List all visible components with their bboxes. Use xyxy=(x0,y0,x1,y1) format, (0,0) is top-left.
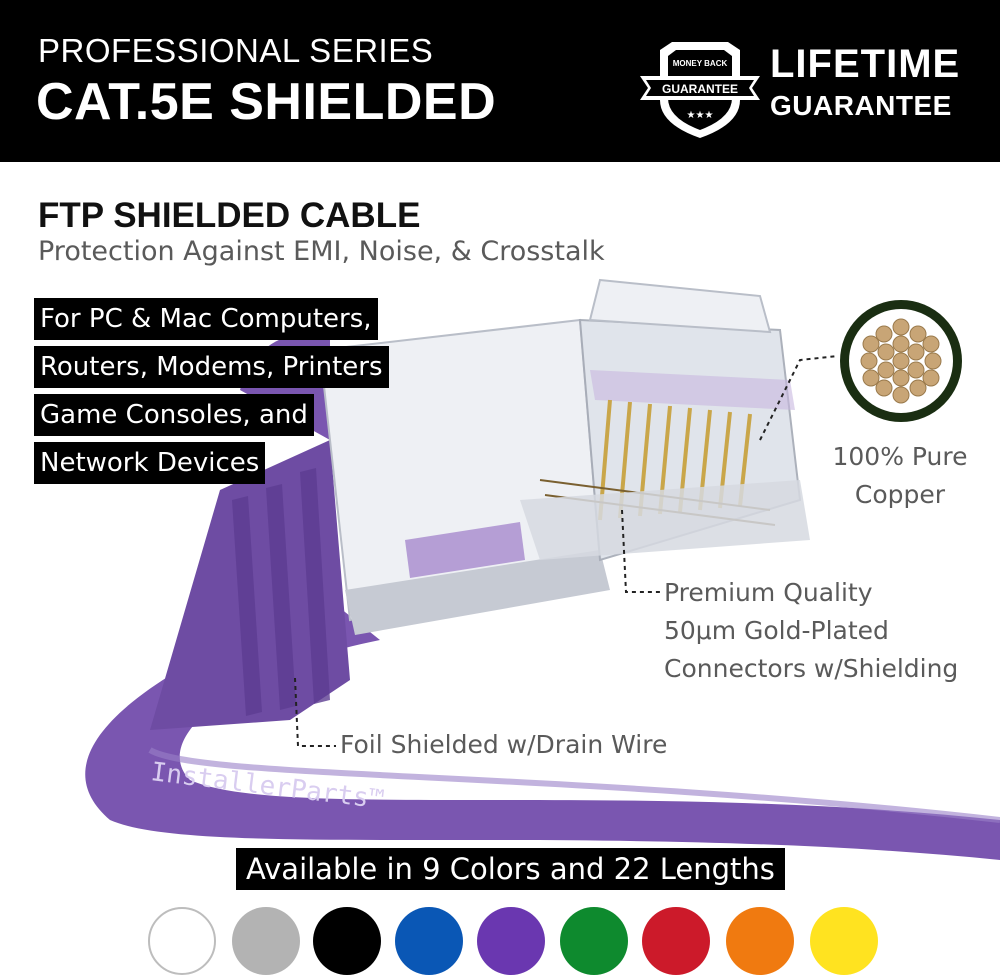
device-line: Routers, Modems, Printers xyxy=(34,346,389,388)
badge-ribbon-text: GUARANTEE xyxy=(662,82,738,96)
header-banner xyxy=(0,0,1000,162)
color-swatch-purple xyxy=(477,907,545,975)
color-swatch-orange xyxy=(726,907,794,975)
contacts-callout-line: 50μm Gold-Plated xyxy=(664,616,889,645)
color-swatch-black xyxy=(313,907,381,975)
cable-illustration: InstallerParts™ xyxy=(85,278,1000,860)
copper-callout-line: 100% Pure xyxy=(832,442,968,471)
feature-subheading: Protection Against EMI, Noise, & Crossta… xyxy=(38,236,605,267)
copper-callout: 100% Pure Copper xyxy=(820,438,980,514)
contacts-callout: Premium Quality 50μm Gold-Plated Connect… xyxy=(664,574,958,688)
color-swatches xyxy=(148,907,888,975)
copper-callout-line: Copper xyxy=(854,480,946,509)
color-swatch-blue xyxy=(395,907,463,975)
contacts-callout-line: Premium Quality xyxy=(664,578,873,607)
device-line: For PC & Mac Computers, xyxy=(34,298,378,340)
color-swatch-yellow xyxy=(810,907,878,975)
series-title: PROFESSIONAL SERIES xyxy=(38,32,434,69)
badge-top-text: MONEY BACK xyxy=(673,59,728,68)
lifetime-line-1: LIFETIME xyxy=(770,42,961,86)
guarantee-badge-icon: MONEY BACK GUARANTEE ★★★ xyxy=(640,42,760,138)
contacts-callout-line: Connectors w/Shielding xyxy=(664,654,959,683)
color-swatch-green xyxy=(560,907,628,975)
product-title: CAT.5E SHIELDED xyxy=(36,73,497,131)
device-list: For PC & Mac Computers, Routers, Modems,… xyxy=(34,298,389,490)
color-swatch-white xyxy=(148,907,216,975)
availability-banner: Available in 9 Colors and 22 Lengths xyxy=(236,848,785,890)
svg-text:★★★: ★★★ xyxy=(687,110,714,121)
lifetime-line-2: GUARANTEE xyxy=(770,90,952,121)
color-swatch-gray xyxy=(232,907,300,975)
feature-heading: FTP SHIELDED CABLE xyxy=(38,196,421,235)
copper-strands-icon xyxy=(840,300,962,422)
device-line: Game Consoles, and xyxy=(34,394,314,436)
device-line: Network Devices xyxy=(34,442,266,484)
foil-callout: Foil Shielded w/Drain Wire xyxy=(340,730,668,759)
color-swatch-red xyxy=(642,907,710,975)
